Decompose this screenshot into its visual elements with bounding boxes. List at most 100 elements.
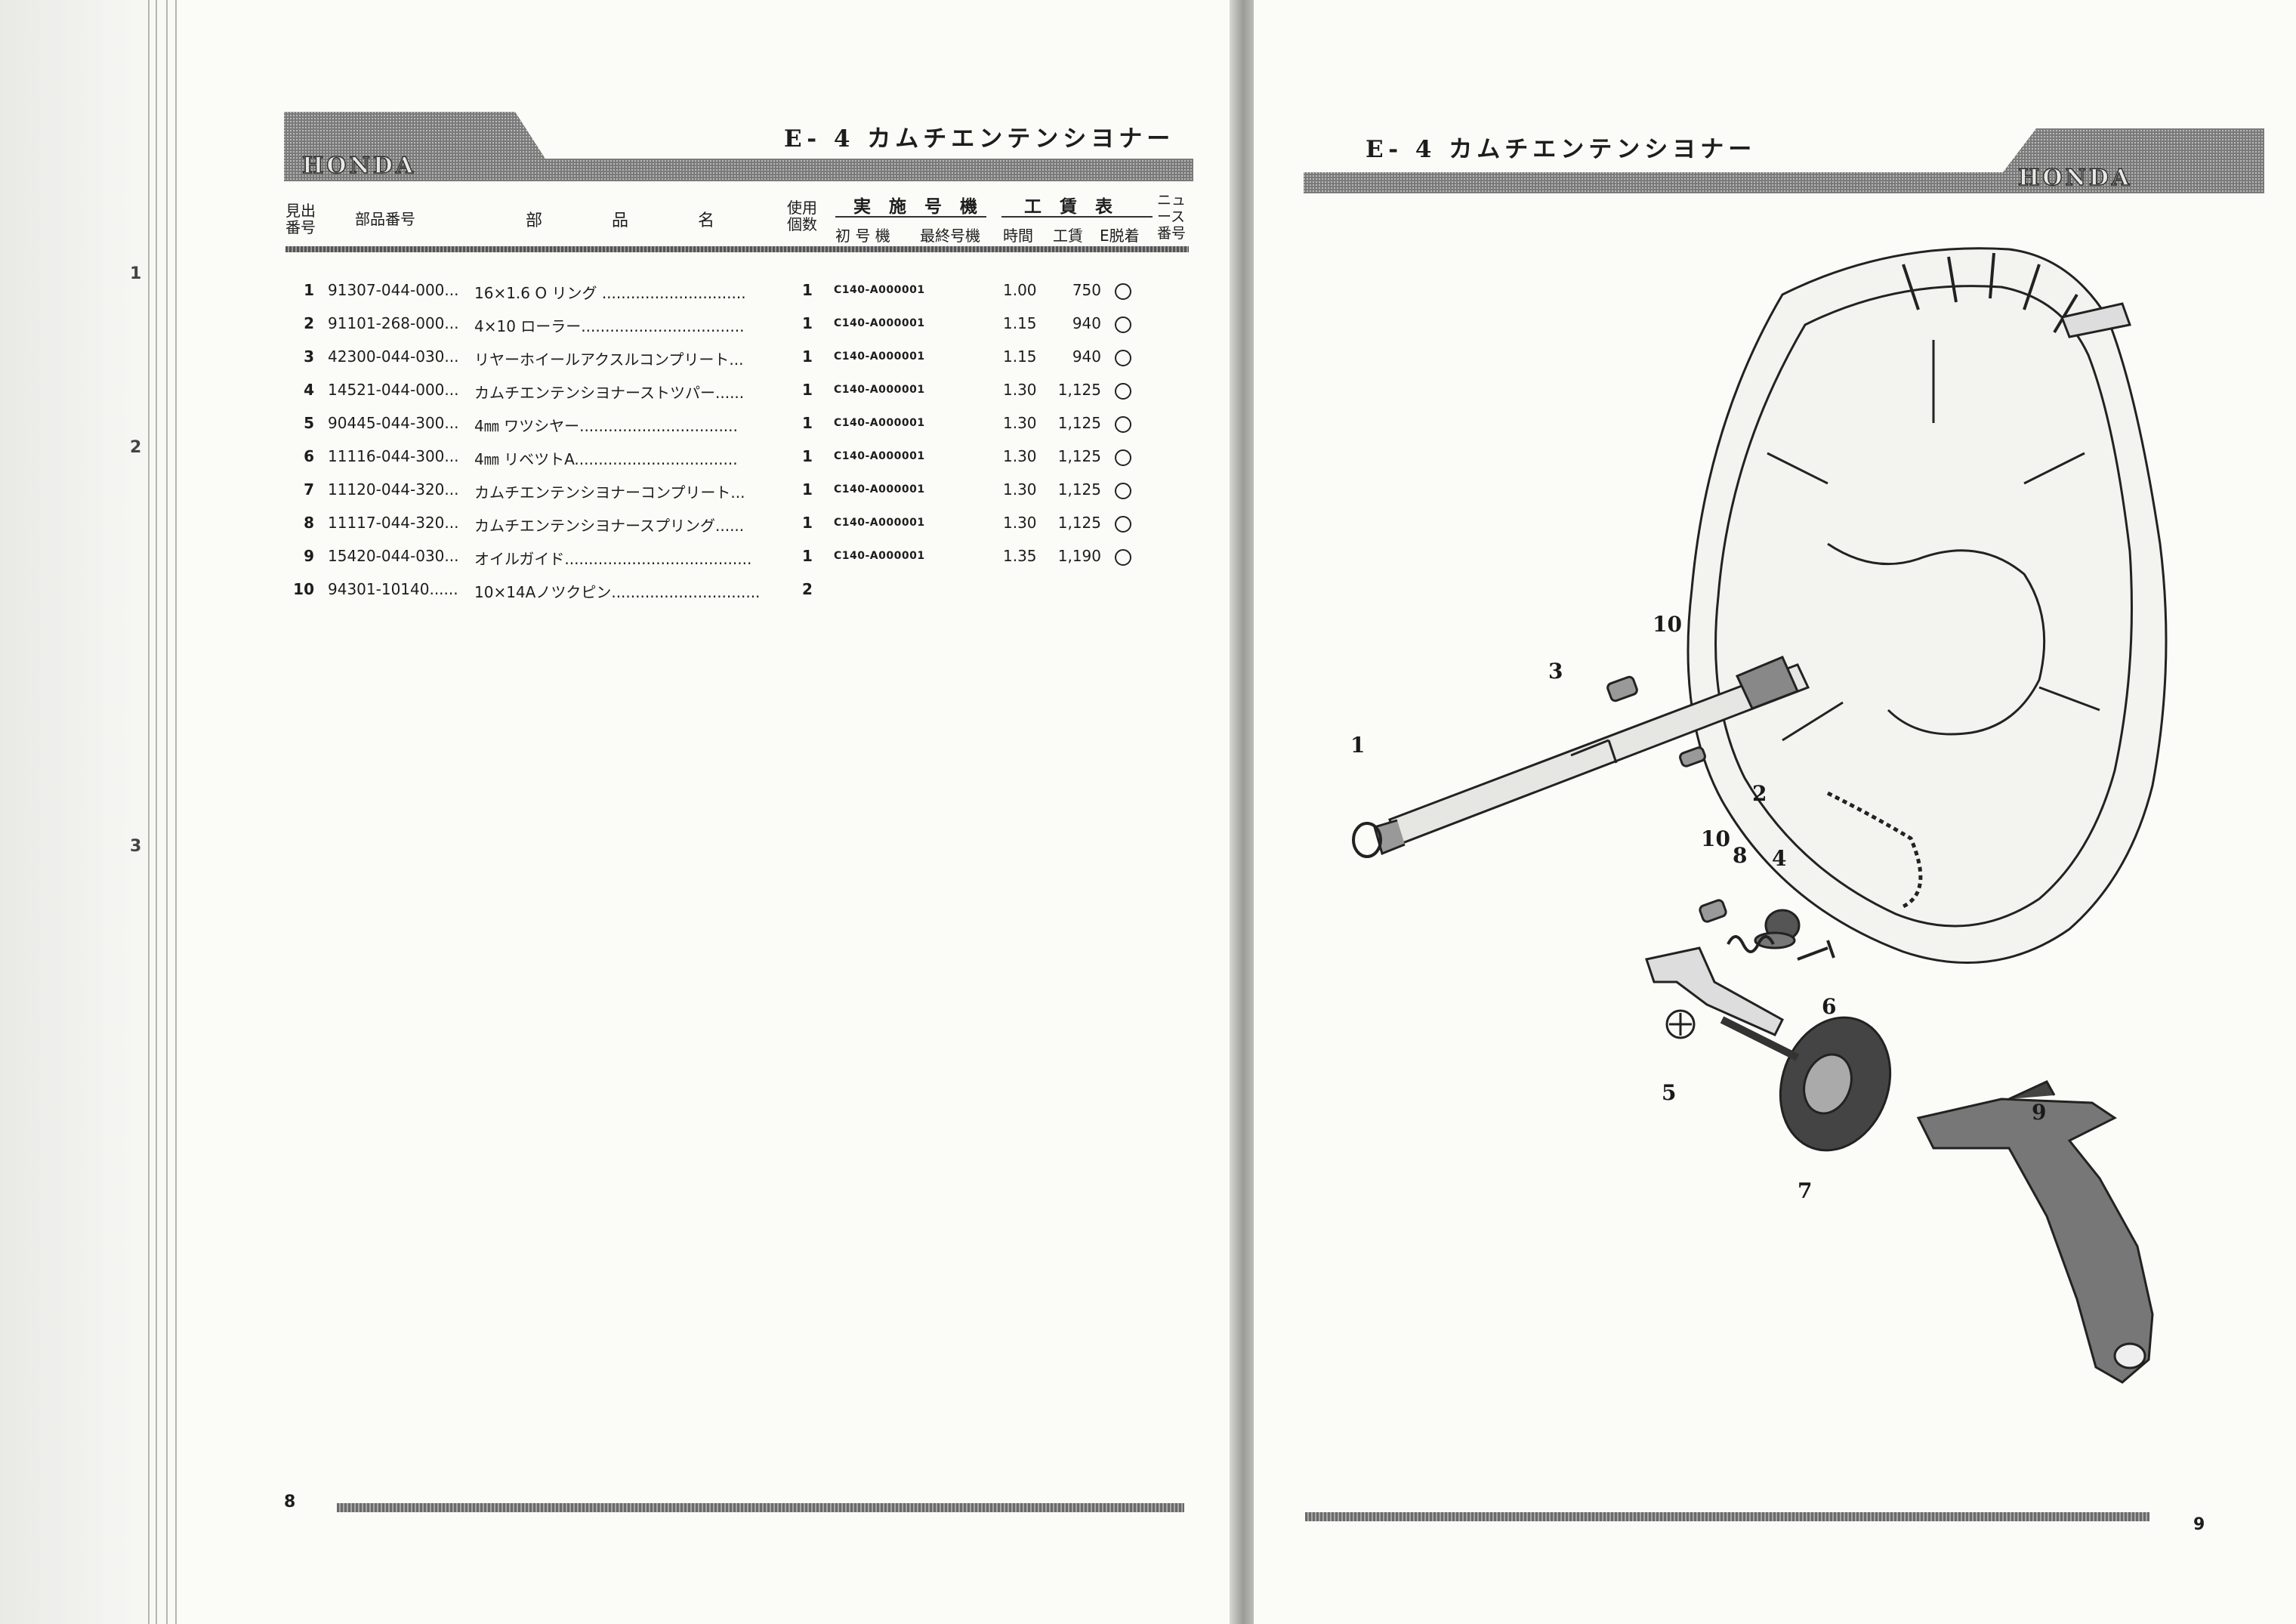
header-labor: 工 賃 表: [1024, 197, 1119, 217]
header-qty: 使用 個数: [787, 199, 817, 233]
first-unit-cell: C140-A000001: [834, 384, 925, 396]
qty-cell: 2: [802, 580, 813, 598]
header-banner-right: [1304, 128, 2264, 193]
header-last-unit: 最終号機: [920, 227, 980, 245]
header-removal: E脱着: [1100, 227, 1140, 245]
header-hours: 時間: [1003, 227, 1033, 245]
header-name-2: 品: [612, 211, 629, 230]
part-name-cell: 16×1.6 O リング ...........................…: [474, 284, 746, 302]
callout-3: 3: [1548, 659, 1563, 684]
callout-7: 7: [1798, 1178, 1813, 1203]
part-name-cell: 10×14Aノツクピン.............................…: [474, 583, 761, 601]
hours-cell: 1.30: [1003, 447, 1037, 465]
cost-cell: 1,125: [1057, 480, 1101, 499]
ref-no-cell: 6: [304, 447, 314, 465]
removal-mark-icon: [1115, 383, 1131, 400]
first-unit-cell: C140-A000001: [834, 284, 925, 296]
header-name-1: 部: [526, 211, 543, 230]
margin-number: 1: [130, 264, 142, 283]
callout-1: 1: [1350, 733, 1366, 758]
part-name-cell: オイルガイド..................................…: [474, 550, 752, 568]
page-edge-stack: [0, 0, 181, 1624]
qty-cell: 1: [802, 347, 813, 366]
knock-pin-lower: [1699, 899, 1727, 923]
page-number-right: 9: [2193, 1515, 2205, 1534]
page-title-right: E- 4 カムチエンテンシヨナー: [1366, 136, 1757, 163]
header-news-no: ニュース番号: [1157, 192, 1187, 242]
part-name-cell: カムチエンテンシヨナーコンプリート...: [474, 483, 745, 502]
header-cost: 工賃: [1053, 227, 1083, 245]
page-title: E- 4 カムチエンテンシヨナー: [784, 125, 1175, 153]
callout-5: 5: [1662, 1080, 1677, 1105]
footer-rule: [337, 1503, 1184, 1512]
part-no-cell: 42300-044-030...: [328, 347, 459, 366]
ref-no-cell: 10: [293, 580, 314, 598]
removal-mark-icon: [1115, 483, 1131, 499]
qty-cell: 1: [802, 547, 813, 565]
part-no-cell: 15420-044-030...: [328, 547, 459, 565]
hours-cell: 1.30: [1003, 381, 1037, 399]
removal-mark-icon: [1115, 549, 1131, 566]
crankcase-cover: [1687, 247, 2168, 965]
page-number-left: 8: [284, 1493, 296, 1511]
callout-10-upper: 10: [1653, 612, 1682, 637]
hours-cell: 1.30: [1003, 480, 1037, 499]
callout-2: 2: [1752, 781, 1767, 806]
header-applicable-units: 実 施 号 機: [853, 197, 984, 217]
callout-9: 9: [2032, 1100, 2047, 1125]
header-banner: [284, 112, 1193, 181]
ref-no-cell: 9: [304, 547, 314, 565]
part-no-cell: 11116-044-300...: [328, 447, 459, 465]
page-edge-line: [166, 0, 168, 1624]
header-bottom-rule: [285, 246, 1189, 252]
right-page: E- 4 カムチエンテンシヨナー HONDA: [1254, 0, 2296, 1624]
hours-cell: 1.30: [1003, 414, 1037, 432]
part-name-cell: カムチエンテンシヨナーストツパー......: [474, 384, 745, 402]
qty-cell: 1: [802, 447, 813, 465]
oil-guide: [1916, 1098, 2154, 1384]
first-unit-cell: C140-A000001: [834, 517, 925, 529]
header-name-3: 名: [698, 211, 715, 230]
removal-mark-icon: [1115, 516, 1131, 533]
part-no-cell: 14521-044-000...: [328, 381, 459, 399]
hours-cell: 1.00: [1003, 281, 1037, 299]
margin-number: 2: [130, 438, 142, 457]
left-page: 1 2 3 HONDA E- 4 カムチエンテンシヨナー 見出 番号 部品番号 …: [0, 0, 1239, 1624]
cost-cell: 1,125: [1057, 414, 1101, 432]
part-no-cell: 91307-044-000...: [328, 281, 459, 299]
first-unit-cell: C140-A000001: [834, 483, 925, 496]
roller: [1679, 746, 1706, 767]
part-name-cell: 4㎜ リベツトA................................…: [474, 450, 738, 468]
ref-no-cell: 4: [304, 381, 314, 399]
ref-no-cell: 8: [304, 514, 314, 532]
removal-mark-icon: [1115, 350, 1131, 366]
honda-logo-right: HONDA: [2017, 164, 2133, 192]
margin-number: 3: [130, 837, 142, 856]
first-unit-cell: C140-A000001: [834, 550, 925, 562]
part-no-cell: 11117-044-320...: [328, 514, 459, 532]
header-rule: [1001, 216, 1153, 218]
cost-cell: 1,190: [1057, 547, 1101, 565]
footer-rule-right: [1305, 1512, 2149, 1521]
part-name-cell: リヤーホイールアクスルコンプリート...: [474, 350, 744, 369]
hours-cell: 1.15: [1003, 314, 1037, 332]
cost-cell: 1,125: [1057, 381, 1101, 399]
hours-cell: 1.15: [1003, 347, 1037, 366]
page-edge-line: [175, 0, 177, 1624]
header-first-unit: 初 号 機: [835, 227, 890, 245]
header-part-no: 部品番号: [355, 210, 415, 228]
removal-mark-icon: [1115, 416, 1131, 433]
removal-mark-icon: [1115, 316, 1131, 333]
cost-cell: 750: [1072, 281, 1101, 299]
callout-6: 6: [1822, 994, 1837, 1019]
tensioner-bracket: [1645, 946, 1784, 1036]
first-unit-cell: C140-A000001: [834, 450, 925, 462]
first-unit-cell: C140-A000001: [834, 317, 925, 329]
hours-cell: 1.30: [1003, 514, 1037, 532]
ref-no-cell: 3: [304, 347, 314, 366]
callout-10-lower: 10: [1701, 826, 1730, 851]
washer: [1665, 1009, 1696, 1039]
qty-cell: 1: [802, 381, 813, 399]
cost-cell: 1,125: [1057, 514, 1101, 532]
page-edge-line: [156, 0, 157, 1624]
